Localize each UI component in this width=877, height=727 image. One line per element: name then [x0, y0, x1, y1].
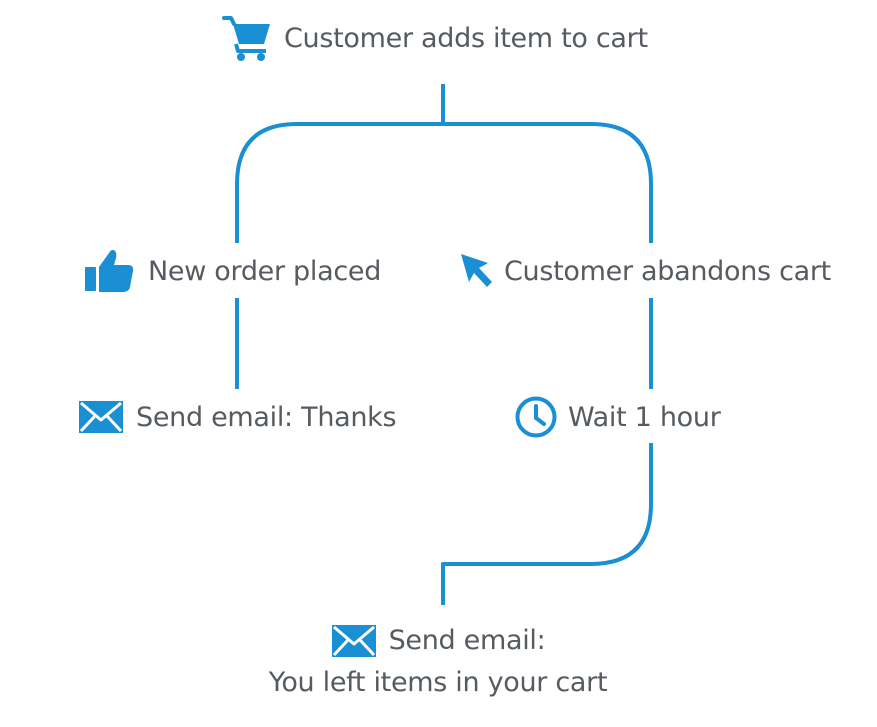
node-wait-1-hour: Wait 1 hour: [514, 395, 721, 439]
node-send-email-reminder: Send email: You left items in your cart: [238, 620, 638, 704]
connector-split-right: [443, 122, 653, 243]
node-label: Wait 1 hour: [568, 401, 721, 433]
node-customer-abandons-cart: Customer abandons cart: [458, 250, 831, 292]
connector-wait-reminder: [441, 443, 653, 605]
node-label: New order placed: [148, 255, 382, 287]
clock-icon: [514, 395, 558, 439]
node-new-order-placed: New order placed: [84, 246, 381, 296]
shopping-cart-icon: [222, 13, 272, 63]
node-label-line-1: Send email:: [388, 625, 546, 656]
node-customer-adds-item: Customer adds item to cart: [222, 13, 648, 63]
thumbs-up-icon: [84, 247, 136, 295]
connector-split-left: [235, 122, 443, 243]
node-label: Customer adds item to cart: [284, 22, 648, 54]
cursor-arrow-icon: [458, 250, 498, 292]
envelope-icon: [331, 624, 377, 658]
node-send-email-thanks: Send email: Thanks: [78, 397, 397, 437]
envelope-icon: [78, 400, 124, 434]
node-label: Customer abandons cart: [504, 255, 831, 287]
node-label: Send email: Thanks: [136, 401, 397, 433]
node-label-line-2: You left items in your cart: [268, 667, 608, 698]
